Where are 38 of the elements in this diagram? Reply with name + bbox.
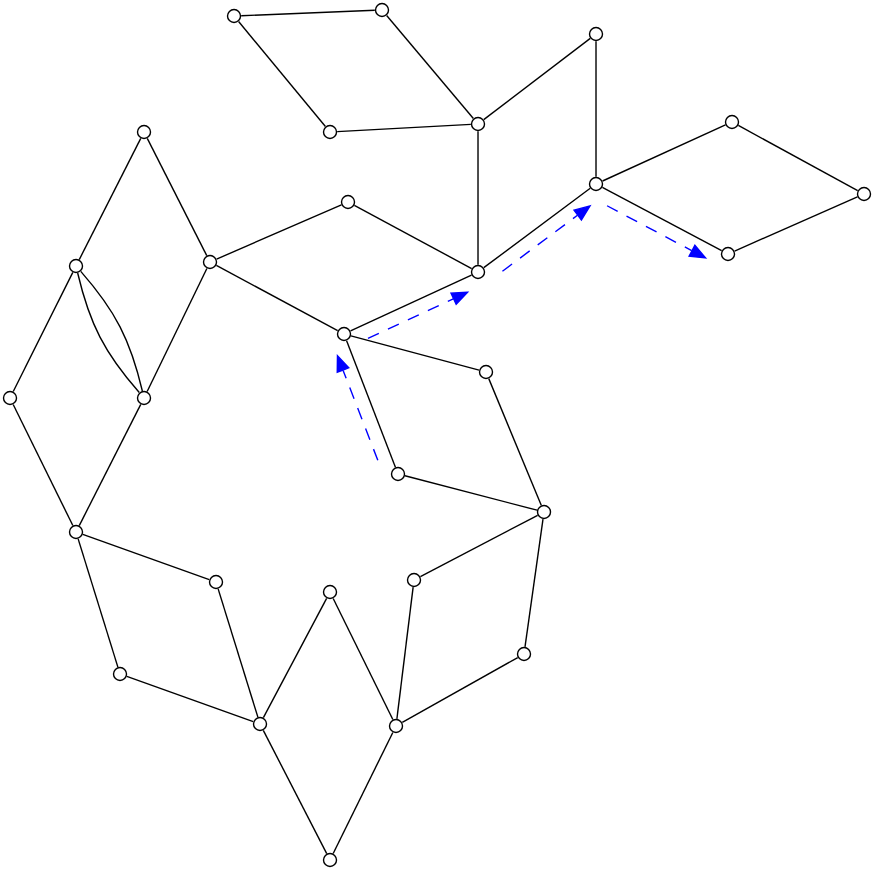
edge-line: [146, 267, 208, 393]
edge-line: [237, 20, 327, 128]
edge-line: [12, 271, 74, 393]
edge-line: [262, 729, 328, 855]
edge-line: [345, 340, 397, 468]
edge-line: [217, 588, 259, 718]
edge-line: [401, 656, 519, 724]
edge-line: [595, 40, 597, 178]
edge-line: [483, 37, 591, 121]
edge-line: [215, 264, 339, 332]
edge-line: [215, 204, 343, 260]
edge-line: [737, 124, 859, 192]
edge-line: [733, 196, 859, 252]
edge-line: [12, 403, 74, 527]
edge-line: [601, 124, 727, 182]
edge-line: [240, 9, 376, 17]
edge-line: [78, 137, 142, 261]
edge-line: [404, 475, 538, 511]
edge-line: [332, 731, 394, 855]
edge-line: [477, 130, 479, 266]
edge-line: [332, 597, 394, 721]
edge-line: [385, 14, 475, 120]
edge-line: [349, 274, 473, 332]
edge-line: [488, 377, 542, 507]
edge-line: [353, 204, 473, 270]
edge-line: [262, 597, 328, 719]
edge-line: [82, 533, 210, 581]
edge-line: [126, 675, 254, 723]
edge-line: [146, 137, 208, 257]
edge-line: [78, 403, 142, 527]
edge-line: [396, 586, 414, 720]
edge-line: [419, 514, 539, 578]
edge-line: [350, 335, 480, 371]
edge-line: [483, 187, 591, 269]
edge-line: [524, 518, 544, 648]
edge-line: [77, 538, 119, 668]
edge-line: [336, 123, 472, 133]
edge-line: [601, 186, 723, 252]
